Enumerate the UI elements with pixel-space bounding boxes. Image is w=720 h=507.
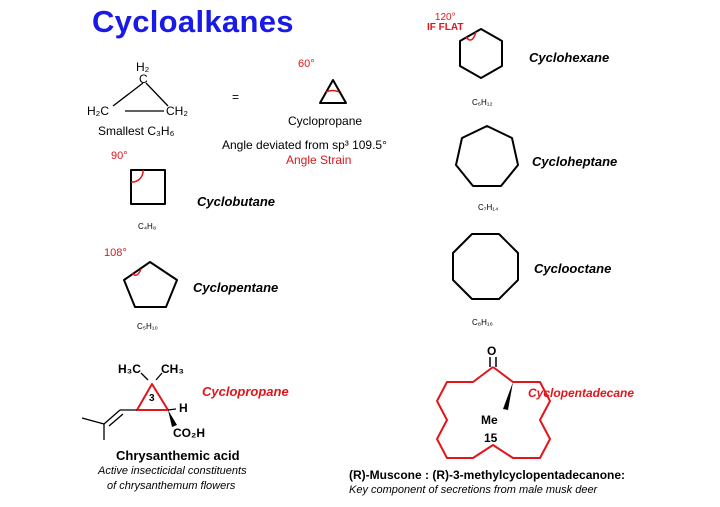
page-title: Cycloalkanes <box>92 4 294 39</box>
chrysanthemic-ring-label: Cyclopropane <box>202 384 289 399</box>
equals-sign: = <box>232 90 240 104</box>
cyclopropane-ring <box>319 79 347 104</box>
chrysanthemic-desc-line1: Active insecticidal constituents <box>98 465 247 477</box>
cyclopentane-angle: 108° <box>104 247 127 259</box>
cycloheptane-ring <box>455 125 519 187</box>
cyclobutane-angle: 90° <box>111 150 128 162</box>
angle-strain-label: Angle Strain <box>286 153 352 167</box>
muscone-ring-label: Cyclopentadecane <box>528 386 635 400</box>
cyclohexane-angle-arc <box>465 31 477 41</box>
cyclohexane-formula: C₆H₁₂ <box>472 98 493 107</box>
cyclohexane-if-flat: IF FLAT <box>427 22 464 33</box>
angle-deviation-text: Angle deviated from sp³ 109.5° <box>222 138 387 152</box>
chrysanthemic-desc-line2: of chrysanthemum flowers <box>107 480 236 492</box>
muscone-ring-number: 15 <box>484 431 498 445</box>
chrysanthemic-co2h: CO₂H <box>173 426 205 440</box>
cyclohexane-angle: 120° <box>434 12 456 23</box>
cyclopentane-angle-arc <box>131 268 142 276</box>
chrysanthemic-acid-name: Chrysanthemic acid <box>116 448 240 463</box>
cyclohexane-ring <box>459 28 503 79</box>
cycloheptane-formula: C₇H₁₄ <box>478 203 499 212</box>
cyclopropane-c-top: C <box>139 72 148 86</box>
cyclobutane-name: Cyclobutane <box>197 194 276 209</box>
cyclooctane-ring <box>452 233 519 300</box>
cyclopropane-h2c-left: H₂C <box>87 104 109 118</box>
cyclopentane-formula: C₅H₁₀ <box>137 322 158 331</box>
cyclooctane-name: Cyclooctane <box>534 261 612 276</box>
cyclopropane-ch2-right: CH₂ <box>166 104 188 118</box>
cyclohexane-name: Cyclohexane <box>529 50 610 65</box>
cyclobutane-formula: C₄H₈ <box>138 222 157 231</box>
cyclooctane-formula: C₈H₁₆ <box>472 318 493 327</box>
cyclopropane-name: Cyclopropane <box>288 114 363 128</box>
chrysanthemic-ring-number: 3 <box>149 393 155 404</box>
muscone-oxygen: O <box>487 344 497 358</box>
cyclopropane-skeletal-bonds <box>112 82 169 112</box>
muscone-desc: Key component of secretions from male mu… <box>349 484 598 496</box>
cyclopentane-name: Cyclopentane <box>193 280 279 295</box>
muscone-name: (R)-Muscone : (R)-3-methylcyclopentadeca… <box>349 468 626 482</box>
cyclobutane-angle-arc <box>130 169 144 183</box>
chrysanthemic-acid-structure <box>81 372 177 440</box>
chrysanthemic-h3c: H₃C <box>118 362 141 376</box>
cyclopropane-angle: 60° <box>298 58 315 70</box>
cyclohexane-angle-label: 120° IF FLAT <box>427 13 463 33</box>
cycloheptane-name: Cycloheptane <box>532 154 618 169</box>
muscone-me: Me <box>481 413 498 427</box>
muscone-structure <box>436 357 551 459</box>
chrysanthemic-ch3: CH₃ <box>161 362 184 376</box>
chrysanthemic-h: H <box>179 401 188 415</box>
cyclopropane-h2-top: H₂ <box>136 60 150 74</box>
cyclobutane-ring <box>130 169 166 205</box>
cyclopropane-smallest-caption: Smallest C₃H₆ <box>98 124 175 138</box>
cyclopentane-ring <box>123 261 178 308</box>
cyclopropane-angle-arc <box>325 89 340 93</box>
